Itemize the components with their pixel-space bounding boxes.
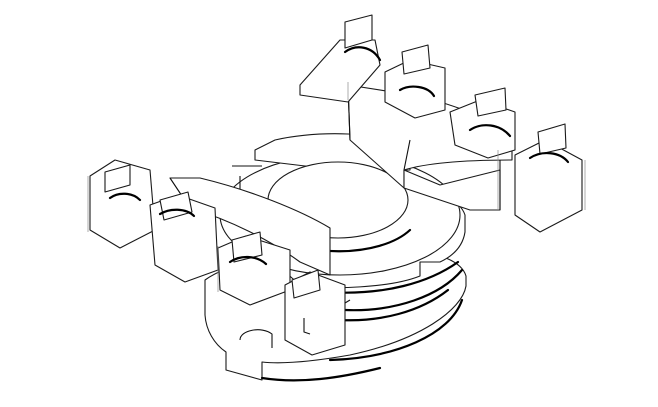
left-pin-block-2 <box>149 191 219 283</box>
right-pin-block-1 <box>299 14 382 103</box>
construction-lines <box>87 82 586 292</box>
left-pin-block-3 <box>217 231 291 306</box>
left-pin-block-1 <box>89 159 156 249</box>
right-pin-block-2 <box>384 44 446 119</box>
right-pin-block-4 <box>514 123 583 233</box>
right-pin-block-3 <box>449 87 516 159</box>
left-pin-block-4 <box>284 269 346 356</box>
